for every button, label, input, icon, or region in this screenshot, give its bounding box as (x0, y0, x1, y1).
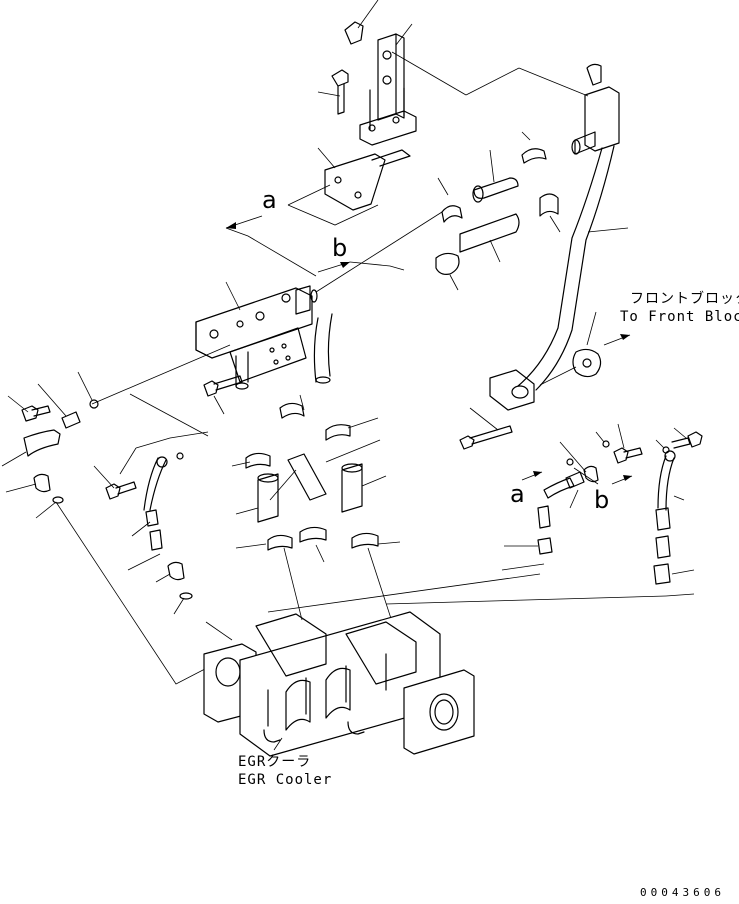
upper-bracket-assembly (287, 0, 417, 226)
egr-cooler (203, 611, 475, 757)
egr-cooler-jp-label: EGRクーラ (238, 754, 311, 770)
ref-a-top-label: a (262, 186, 277, 214)
front-block-jp-label: フロントブロック (630, 290, 739, 307)
ref-a-right-label: a (510, 480, 525, 508)
egr-cooler-en-label: EGR Cooler (238, 772, 332, 788)
front-block-en-label: To Front Block (620, 309, 739, 325)
middle-hoses (231, 394, 401, 641)
ref-b-top-label: b (332, 234, 347, 262)
reference-arrows-top: a b (225, 186, 405, 277)
right-fittings (267, 423, 703, 613)
left-fittings (1, 371, 231, 685)
front-block-callout: フロントブロック To Front Block (603, 290, 739, 346)
drawing-number: 00043606 (640, 886, 725, 899)
egr-valve-block (91, 281, 333, 437)
ref-b-right-label: b (594, 486, 609, 514)
front-block-pipe (391, 51, 629, 450)
reference-arrows-right: a b (510, 471, 633, 514)
upper-hose-clamps (315, 131, 561, 293)
egr-cooler-callout: EGRクーラ EGR Cooler (238, 737, 332, 788)
